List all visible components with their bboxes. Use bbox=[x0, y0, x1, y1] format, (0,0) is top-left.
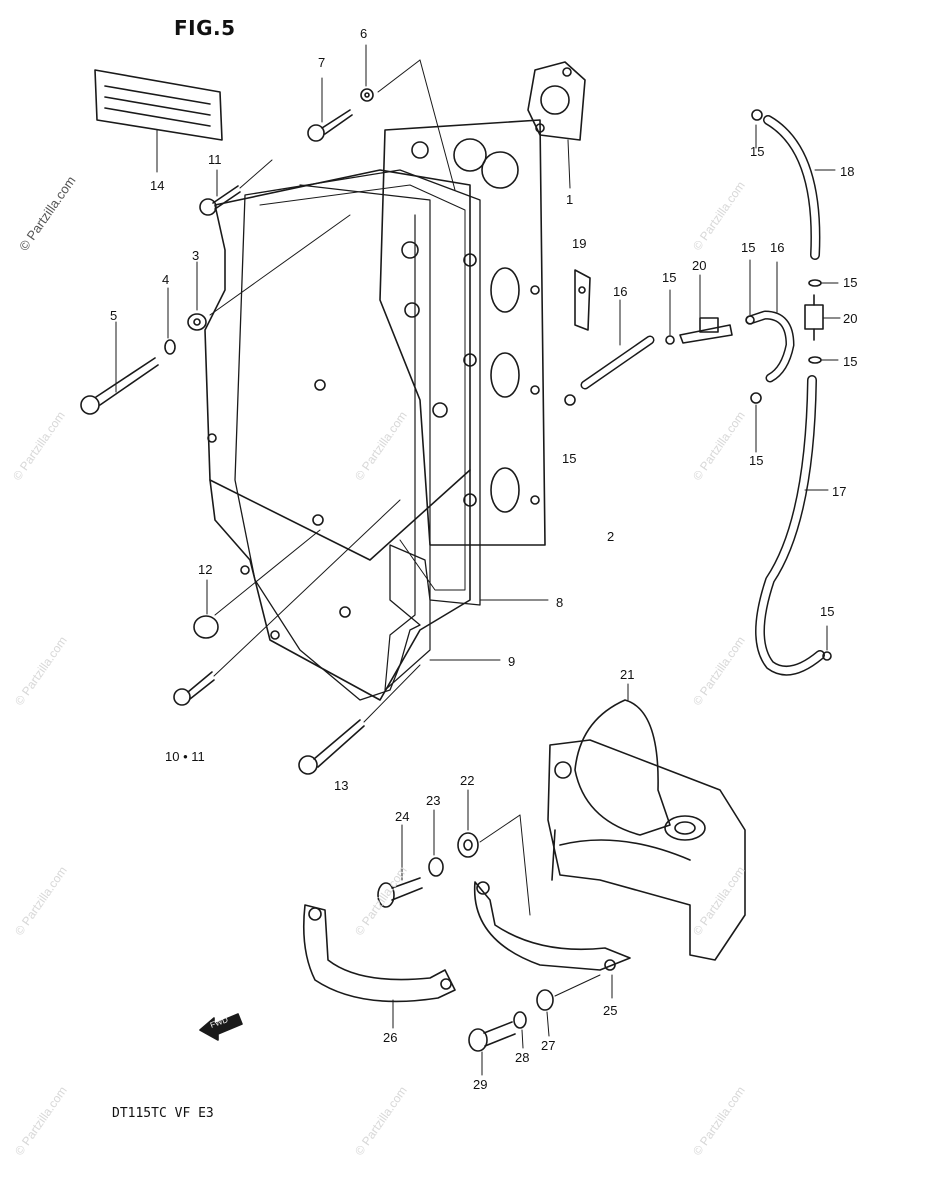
bolt-5 bbox=[80, 321, 159, 415]
callout-26: 26 bbox=[383, 1030, 398, 1045]
callout-16-b: 16 bbox=[770, 240, 785, 255]
bolt-24 bbox=[377, 824, 423, 908]
washer-27 bbox=[536, 974, 601, 1037]
bolt-13 bbox=[298, 664, 421, 775]
figure-title: FIG.5 bbox=[174, 16, 236, 40]
callout-15-a: 15 bbox=[750, 144, 765, 159]
hose-18 bbox=[751, 109, 839, 287]
bolt-7 bbox=[307, 77, 353, 142]
head-gasket-part bbox=[234, 169, 549, 701]
washer-6 bbox=[360, 44, 456, 191]
bolt-10 bbox=[173, 499, 401, 706]
callout-20-a: 20 bbox=[692, 258, 707, 273]
cover-plate-part bbox=[527, 61, 586, 189]
plug-12 bbox=[193, 529, 321, 639]
callout-29: 29 bbox=[473, 1077, 488, 1092]
clip-19 bbox=[574, 269, 591, 331]
callout-15-f: 15 bbox=[749, 453, 764, 468]
callout-27: 27 bbox=[541, 1038, 556, 1053]
callout-2: 2 bbox=[607, 529, 615, 544]
callout-22: 22 bbox=[460, 773, 475, 788]
callout-15-c: 15 bbox=[843, 354, 858, 369]
callout-6: 6 bbox=[360, 26, 368, 41]
callout-18: 18 bbox=[840, 164, 855, 179]
callout-9: 9 bbox=[508, 654, 516, 669]
callout-19: 19 bbox=[572, 236, 587, 251]
washer-3 bbox=[187, 214, 351, 331]
strap-clamp-26 bbox=[302, 904, 456, 1029]
callout-25: 25 bbox=[603, 1003, 618, 1018]
washer-28 bbox=[513, 1011, 527, 1049]
callout-13: 13 bbox=[334, 778, 349, 793]
hose-17 bbox=[755, 375, 832, 676]
callout-21: 21 bbox=[620, 667, 635, 682]
decal-plate-part bbox=[94, 69, 223, 173]
callout-1: 1 bbox=[566, 192, 574, 207]
callout-14: 14 bbox=[150, 178, 165, 193]
callout-24: 24 bbox=[395, 809, 410, 824]
callout-23: 23 bbox=[426, 793, 441, 808]
model-code: DT115TC VF E3 bbox=[112, 1106, 214, 1121]
callout-8: 8 bbox=[556, 595, 564, 610]
callout-4: 4 bbox=[162, 272, 170, 287]
callout-15-g: 15 bbox=[562, 451, 577, 466]
fitting-20b bbox=[804, 294, 841, 364]
clamp-15-lower bbox=[750, 392, 762, 453]
inner-gasket-part bbox=[299, 184, 501, 691]
forward-arrow-icon bbox=[199, 1013, 243, 1041]
washer-4 bbox=[164, 287, 176, 355]
callout-5: 5 bbox=[110, 308, 118, 323]
bolt-29 bbox=[468, 1021, 516, 1076]
callout-11: 11 bbox=[208, 152, 222, 167]
bolt-11 bbox=[199, 159, 273, 216]
clamp-strap-25 bbox=[473, 881, 631, 999]
callout-3: 3 bbox=[192, 248, 200, 263]
washer-22 bbox=[457, 789, 531, 916]
hose-16b bbox=[745, 259, 795, 383]
callout-12: 12 bbox=[198, 562, 213, 577]
group-note: 10 • 11 bbox=[165, 749, 205, 764]
hose-16a bbox=[564, 299, 655, 406]
callout-15-h: 15 bbox=[820, 604, 835, 619]
callout-20-b: 20 bbox=[843, 311, 858, 326]
callout-15-b: 15 bbox=[843, 275, 858, 290]
callout-15-d: 15 bbox=[741, 240, 756, 255]
callout-16-a: 16 bbox=[613, 284, 628, 299]
callout-28: 28 bbox=[515, 1050, 530, 1065]
fitting-20a bbox=[665, 274, 733, 345]
callout-15-e: 15 bbox=[662, 270, 677, 285]
callout-17: 17 bbox=[832, 484, 847, 499]
mount-cover-21 bbox=[547, 683, 746, 961]
callout-7: 7 bbox=[318, 55, 326, 70]
washer-23 bbox=[428, 809, 444, 877]
